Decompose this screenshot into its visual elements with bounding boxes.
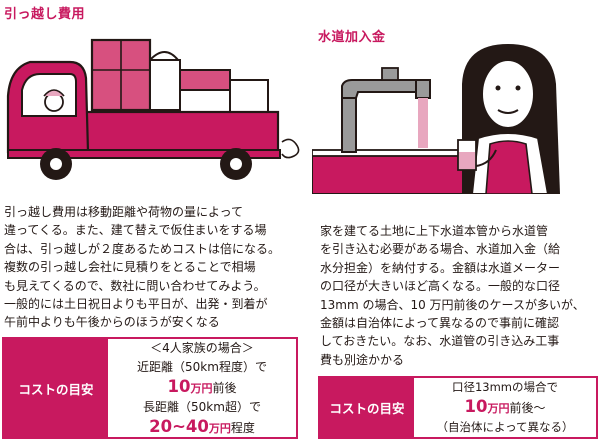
water-cost-unit: 万円 [487, 402, 510, 415]
moving-cost-far-suffix: 程度 [230, 420, 255, 435]
water-title: 水道加入金 [318, 30, 386, 45]
moving-line: も見えてくるので、数社に問い合わせてみよう。 [4, 278, 266, 293]
moving-line: 複数の引っ越し会社に見積りをとることで相場 [4, 260, 256, 275]
moving-line: 違ってくる。また、建て替えで仮住まいをする場 [4, 223, 267, 238]
water-cost-line1: 口径13mmの場合で [451, 380, 559, 394]
moving-description: 引っ越し費用は移動距離や荷物の量によって 違ってくる。また、建て替えで仮住まいを… [4, 203, 294, 332]
moving-cost-case: ＜4人家族の場合＞ [150, 340, 254, 355]
moving-cost-far-unit: 万円 [208, 421, 231, 435]
moving-cost-near-amount: 10 [167, 376, 191, 396]
water-line: 水分担金）を納付する。金額は水道メーター [320, 260, 561, 275]
water-line: 費も別途かかる [320, 352, 405, 367]
water-cost-label: コストの目安 [320, 378, 414, 437]
moving-cost-far-prefix: 長距離（50km超）で [143, 399, 261, 414]
woman-faucet-illustration [312, 44, 560, 194]
moving-cost-near: 10万円前後 [168, 377, 237, 398]
moving-title: 引っ越し費用 [4, 7, 86, 22]
water-section: 水道加入金 家を建てる土地に上下水道本管から水道管 を引き込む必要がある場合、水… [312, 0, 600, 443]
water-cost-content: 口径13mmの場合で 10万円前後～ （自治体によって異なる） [414, 378, 596, 437]
moving-cost-content: ＜4人家族の場合＞ 近距離（50km程度）で 10万円前後 長距離（50km超）… [108, 339, 296, 437]
water-line: 金額は自治体によって異なるので事前に確認 [320, 316, 560, 331]
water-line: の口径が大きいほど高くなる。一般的な口径 [320, 279, 561, 294]
moving-cost-far-amount: 20~40 [149, 416, 209, 436]
water-line: 家を建てる土地に上下水道本管から水道管 [320, 224, 549, 238]
moving-line: 一般的には土日祝日よりも平日が、出発・到着が [4, 297, 268, 312]
moving-section: 引っ越し費用 引っ越し費用は移動距離や荷物の量によって 違ってくる。また、建て替… [2, 7, 300, 439]
moving-cost-near-prefix: 近距離（50km程度）で [137, 359, 267, 374]
moving-line: 引っ越し費用は移動距離や荷物の量によって [4, 205, 244, 219]
water-line: しておきたい。なお、水道管の引き込み工事 [320, 334, 560, 349]
water-cost-suffix: 前後～ [509, 401, 546, 415]
water-cost-box: コストの目安 口径13mmの場合で 10万円前後～ （自治体によって異なる） [318, 376, 598, 439]
water-description: 家を建てる土地に上下水道本管から水道管 を引き込む必要がある場合、水道加入金（給… [320, 222, 598, 369]
moving-line: 午前中よりも午後からのほうが安くなる [4, 315, 220, 330]
moving-cost-far: 20~40万円程度 [149, 417, 255, 438]
water-line: を引き込む必要がある場合、水道加入金（給 [320, 242, 561, 257]
moving-cost-label: コストの目安 [4, 339, 108, 437]
water-line: 13mm の場合、10 万円前後のケースが多いが、 [320, 297, 585, 312]
moving-cost-near-unit: 万円 [190, 381, 213, 395]
water-cost-amount-line: 10万円前後～ [465, 397, 546, 418]
moving-line: 合は、引っ越しが２度あるためコストは倍になる。 [4, 241, 281, 256]
moving-cost-near-suffix: 前後 [212, 380, 237, 395]
water-cost-amount: 10 [464, 397, 488, 416]
moving-cost-box: コストの目安 ＜4人家族の場合＞ 近距離（50km程度）で 10万円前後 長距離… [2, 337, 298, 439]
water-cost-note: （自治体によって異なる） [436, 420, 574, 434]
truck-illustration [6, 38, 300, 180]
